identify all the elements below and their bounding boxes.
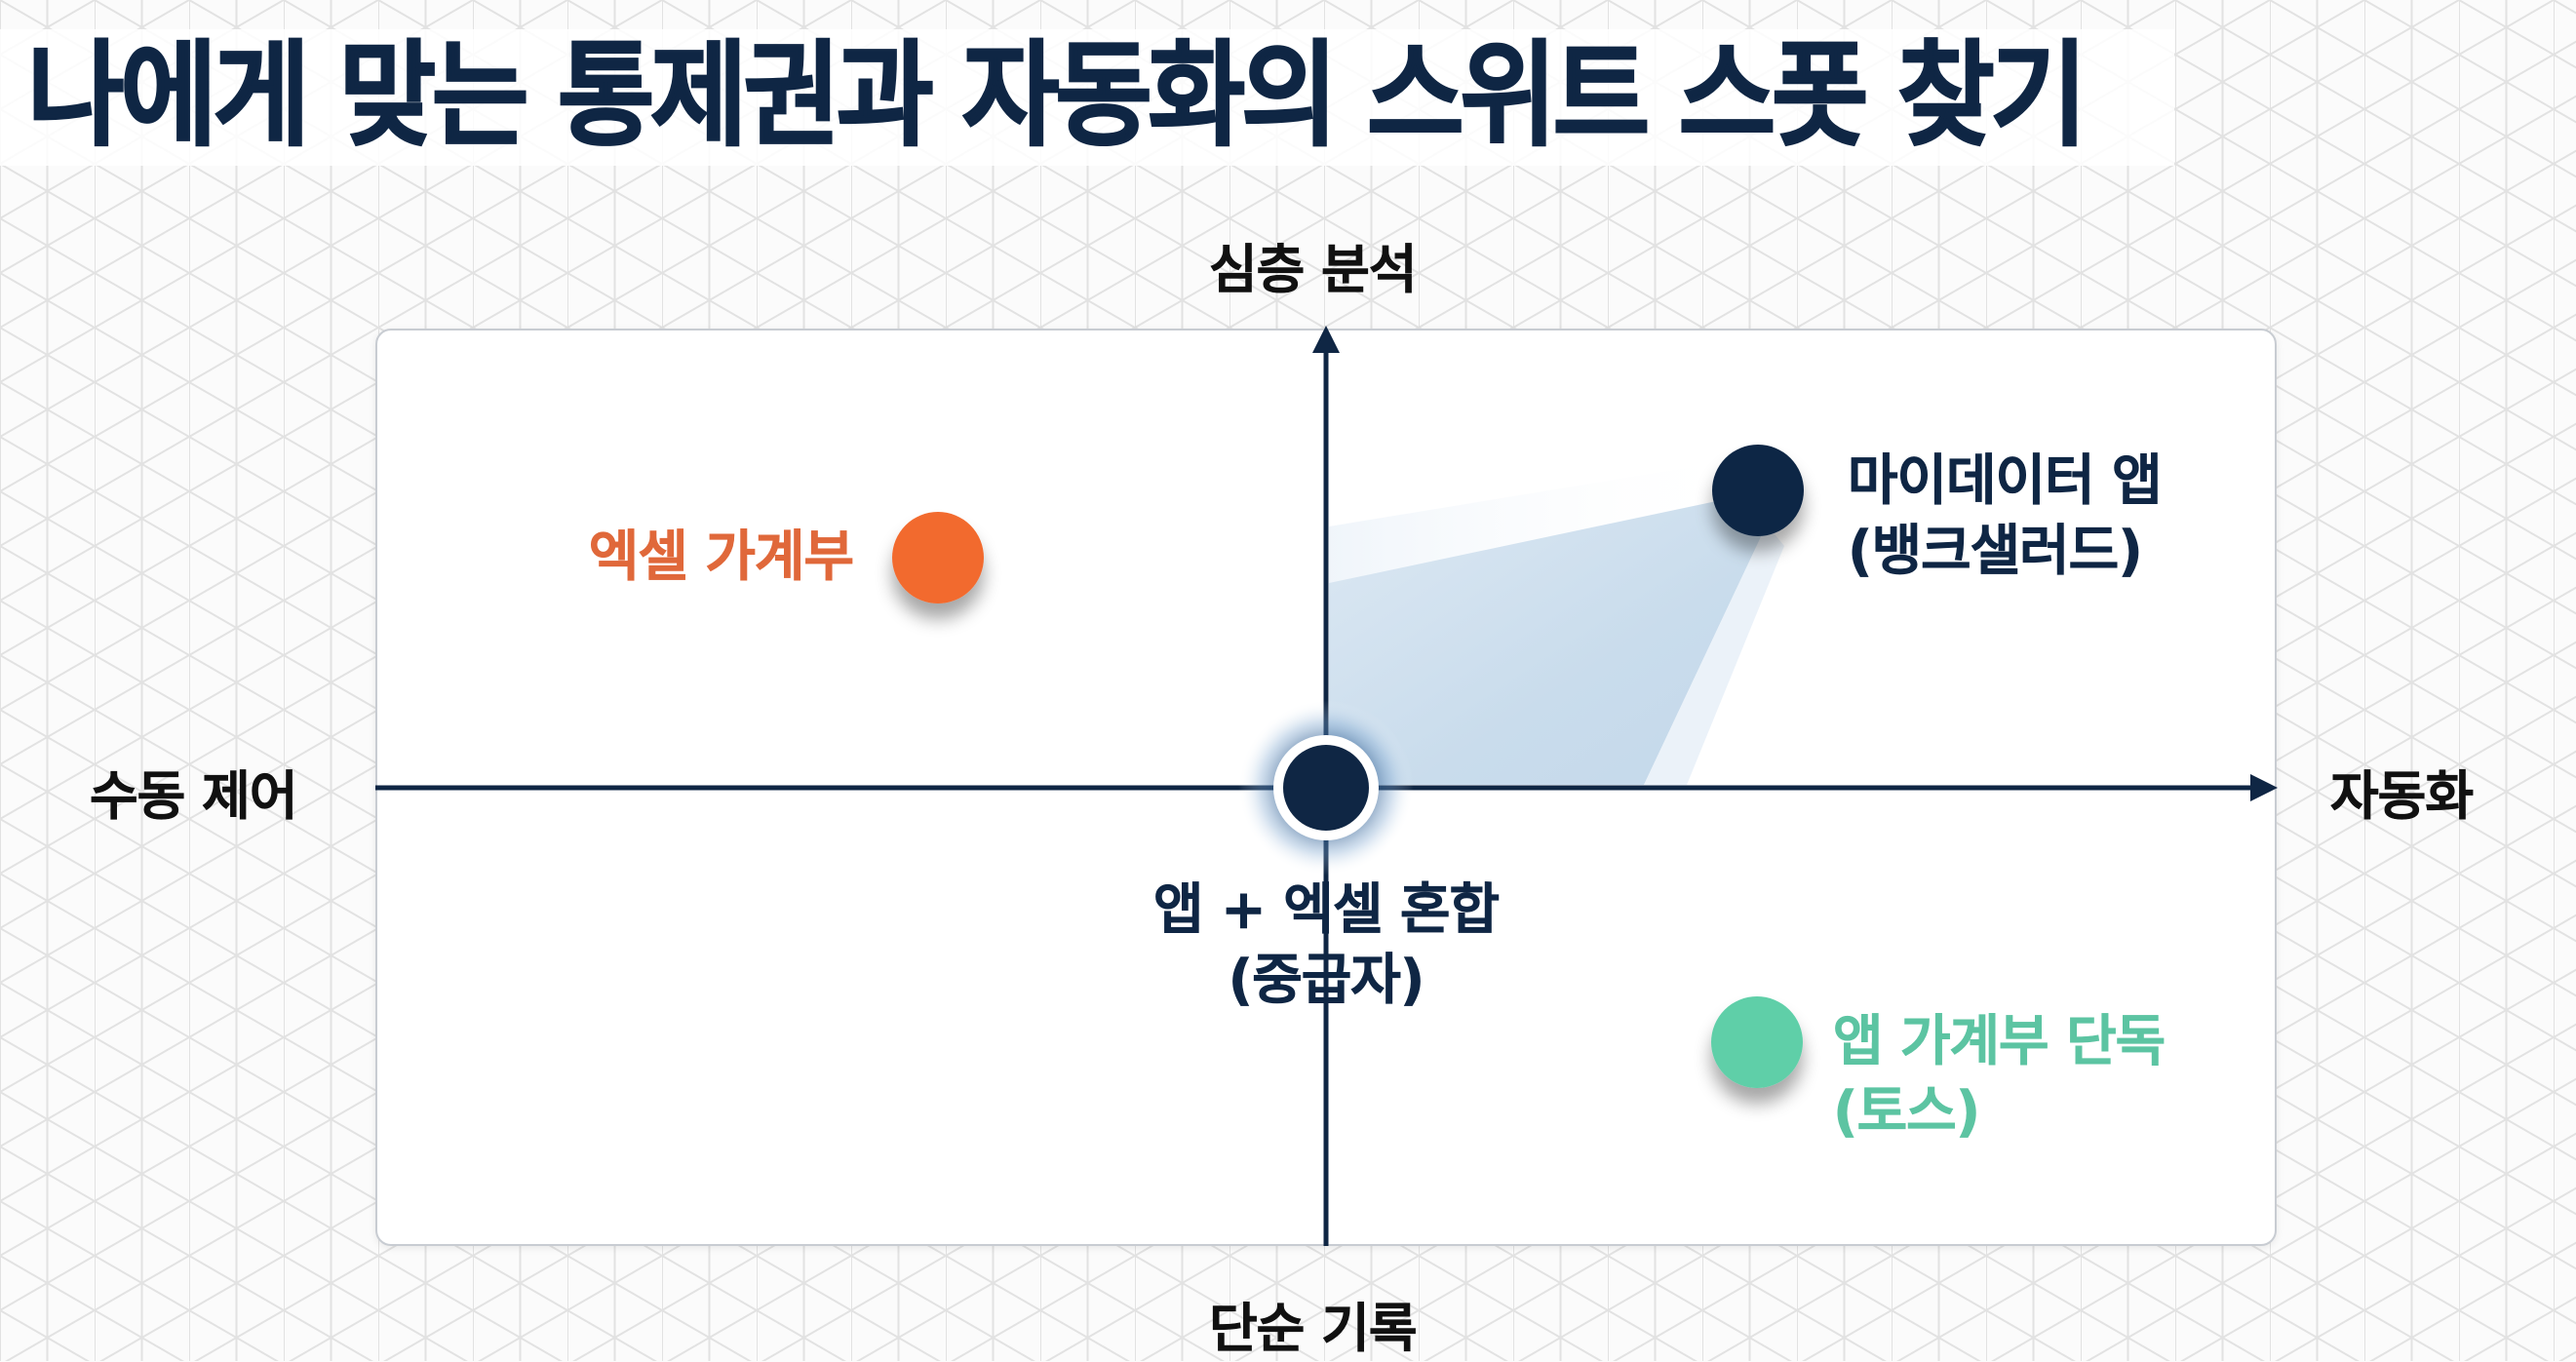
excel-point-label: 엑셀 가계부 <box>546 523 855 593</box>
hybrid-point-label: 앱 + 엑셀 혼합 (중급자) <box>1131 876 1521 1016</box>
axis-label-right: 자동화 <box>2330 765 2475 828</box>
mydata-label-line2: (뱅크샐러드) <box>1848 520 2143 584</box>
mydata-label-line1: 마이데이터 앱 <box>1848 449 2163 514</box>
toss-label-line1: 앱 가계부 단독 <box>1833 1010 2166 1074</box>
hybrid-label-line1: 앱 + 엑셀 혼합 <box>1152 878 1501 943</box>
hybrid-label-line2: (중급자) <box>1228 949 1425 1013</box>
excel-label-line1: 엑셀 가계부 <box>588 525 855 590</box>
axis-label-top: 심층 분석 <box>1209 239 1418 301</box>
highlight-wedge-edge <box>1644 525 1784 785</box>
toss-point-dot <box>1711 996 1803 1088</box>
title-backdrop <box>0 29 2174 166</box>
mydata-point-dot <box>1712 445 1804 536</box>
toss-label-line2: (토스) <box>1833 1080 1981 1145</box>
axis-label-bottom: 단순 기록 <box>1209 1298 1418 1360</box>
toss-point-label: 앱 가계부 단독 (토스) <box>1833 1007 2166 1148</box>
mydata-point-label: 마이데이터 앱 (뱅크샐러드) <box>1848 447 2163 587</box>
page-title: 나에게 맞는 통제권과 자동화의 스위트 스폿 찾기 <box>26 29 2088 163</box>
y-axis-arrow-icon <box>1312 326 1340 353</box>
highlight-wedge <box>1329 499 1767 785</box>
axis-label-left: 수동 제어 <box>90 765 298 828</box>
hybrid-point-dot <box>1283 745 1369 831</box>
excel-point-dot <box>892 512 984 603</box>
x-axis-arrow-icon <box>2250 774 2278 801</box>
